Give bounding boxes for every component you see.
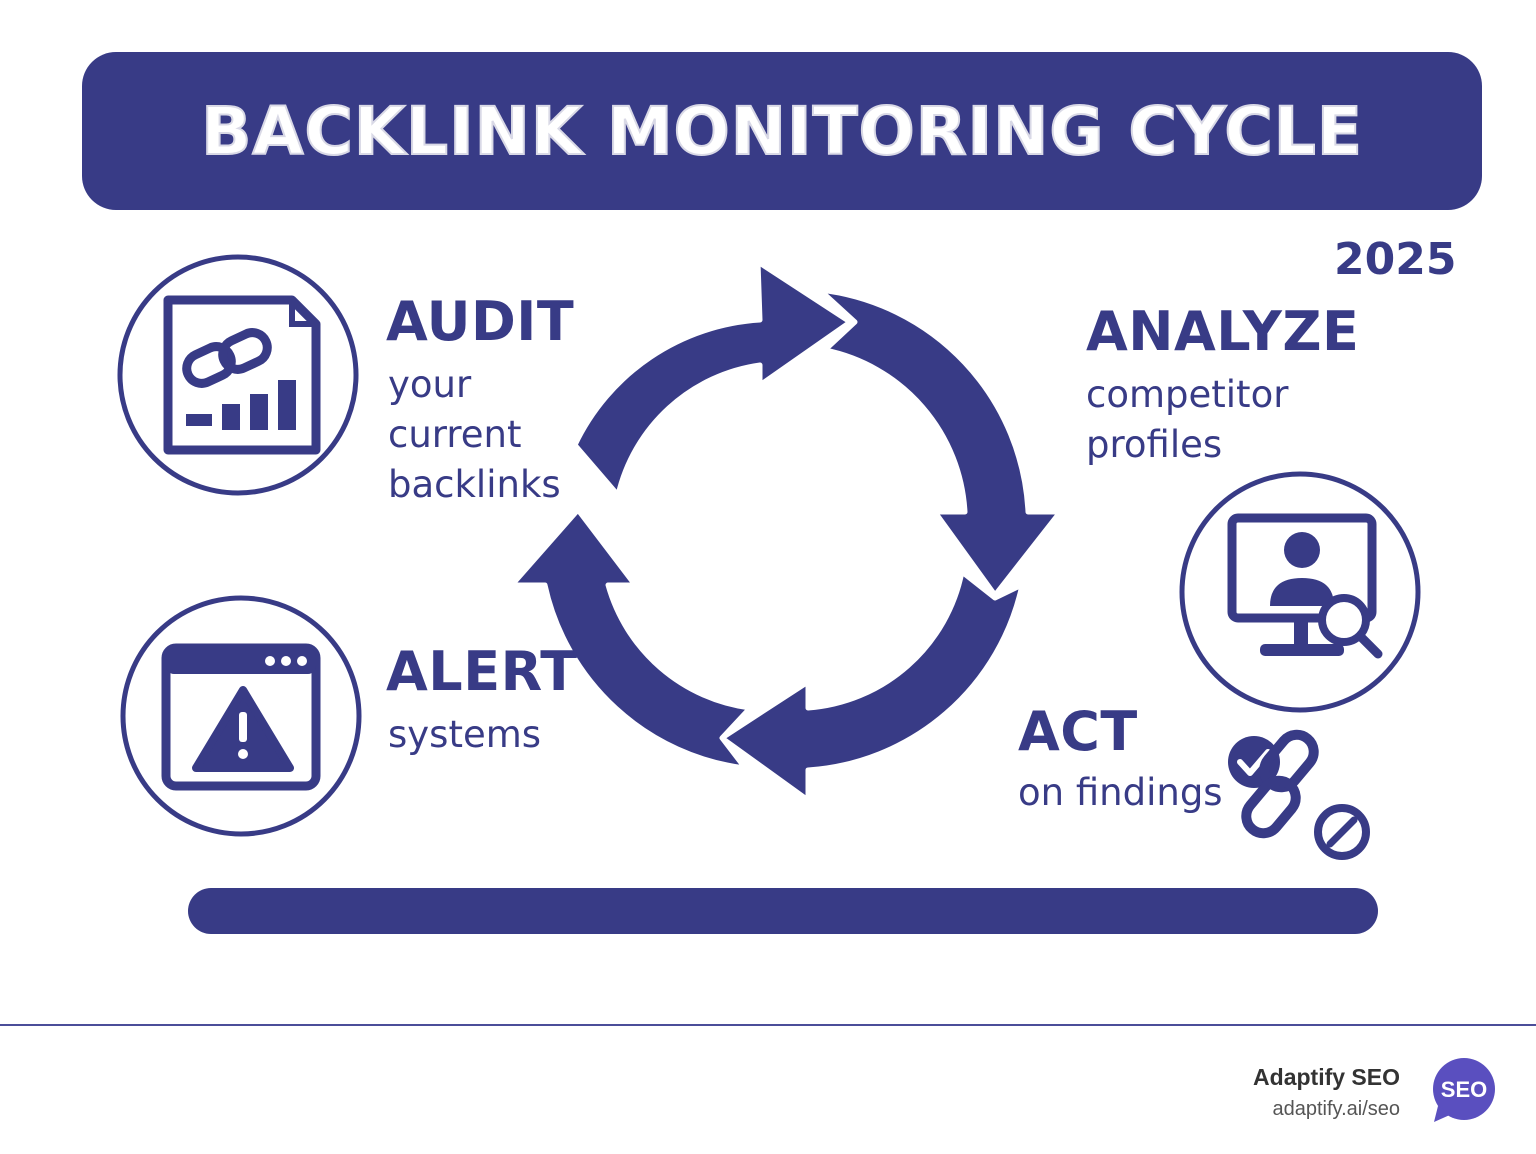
- step-audit-heading: AUDIT: [386, 290, 575, 353]
- cycle-arrow-top: [572, 259, 853, 498]
- step-act-line-1: on findings: [1018, 771, 1223, 814]
- bottom-bar: [188, 888, 1378, 934]
- cycle-arrow-right: [817, 287, 1063, 598]
- step-act-heading: ACT: [1018, 700, 1138, 763]
- cycle-arrow-bottom: [719, 569, 1025, 803]
- step-analyze-line-1: competitor: [1086, 373, 1289, 416]
- step-alert-line-1: systems: [388, 713, 542, 756]
- step-analyze-heading: ANALYZE: [1086, 300, 1360, 363]
- step-audit-line-3: backlinks: [388, 463, 561, 506]
- step-analyze-line-2: profiles: [1086, 423, 1223, 466]
- step-audit-line-1: your: [388, 363, 472, 406]
- step-audit-line-2: current: [388, 413, 522, 456]
- brand-url[interactable]: adaptify.ai/seo: [1272, 1098, 1401, 1120]
- seo-badge-icon: [1433, 1058, 1495, 1122]
- cycle-arrow-left: [509, 507, 753, 771]
- brand-name: Adaptify SEO: [1253, 1064, 1400, 1090]
- footer-divider: [0, 1024, 1536, 1026]
- step-alert-heading: ALERT: [386, 640, 578, 703]
- step-alert-description: systems: [388, 710, 541, 760]
- diagram-graphics: [117, 254, 1421, 860]
- monitor-user-search-icon: [1179, 471, 1421, 713]
- step-audit-description: your current backlinks: [388, 360, 561, 510]
- title-banner: BACKLINK MONITORING CYCLE: [82, 52, 1482, 210]
- link-document-chart-icon: [117, 254, 359, 496]
- step-act-description: on findings: [1018, 768, 1223, 818]
- step-analyze-description: competitor profiles: [1086, 370, 1288, 470]
- circular-arrows-icon: [509, 259, 1063, 803]
- link-check-remove-icon: [1228, 729, 1370, 860]
- page-title: BACKLINK MONITORING CYCLE: [200, 92, 1363, 171]
- seo-badge-label: SEO: [1440, 1077, 1488, 1102]
- browser-warning-icon: [120, 595, 362, 837]
- year-label: 2025: [1334, 234, 1457, 285]
